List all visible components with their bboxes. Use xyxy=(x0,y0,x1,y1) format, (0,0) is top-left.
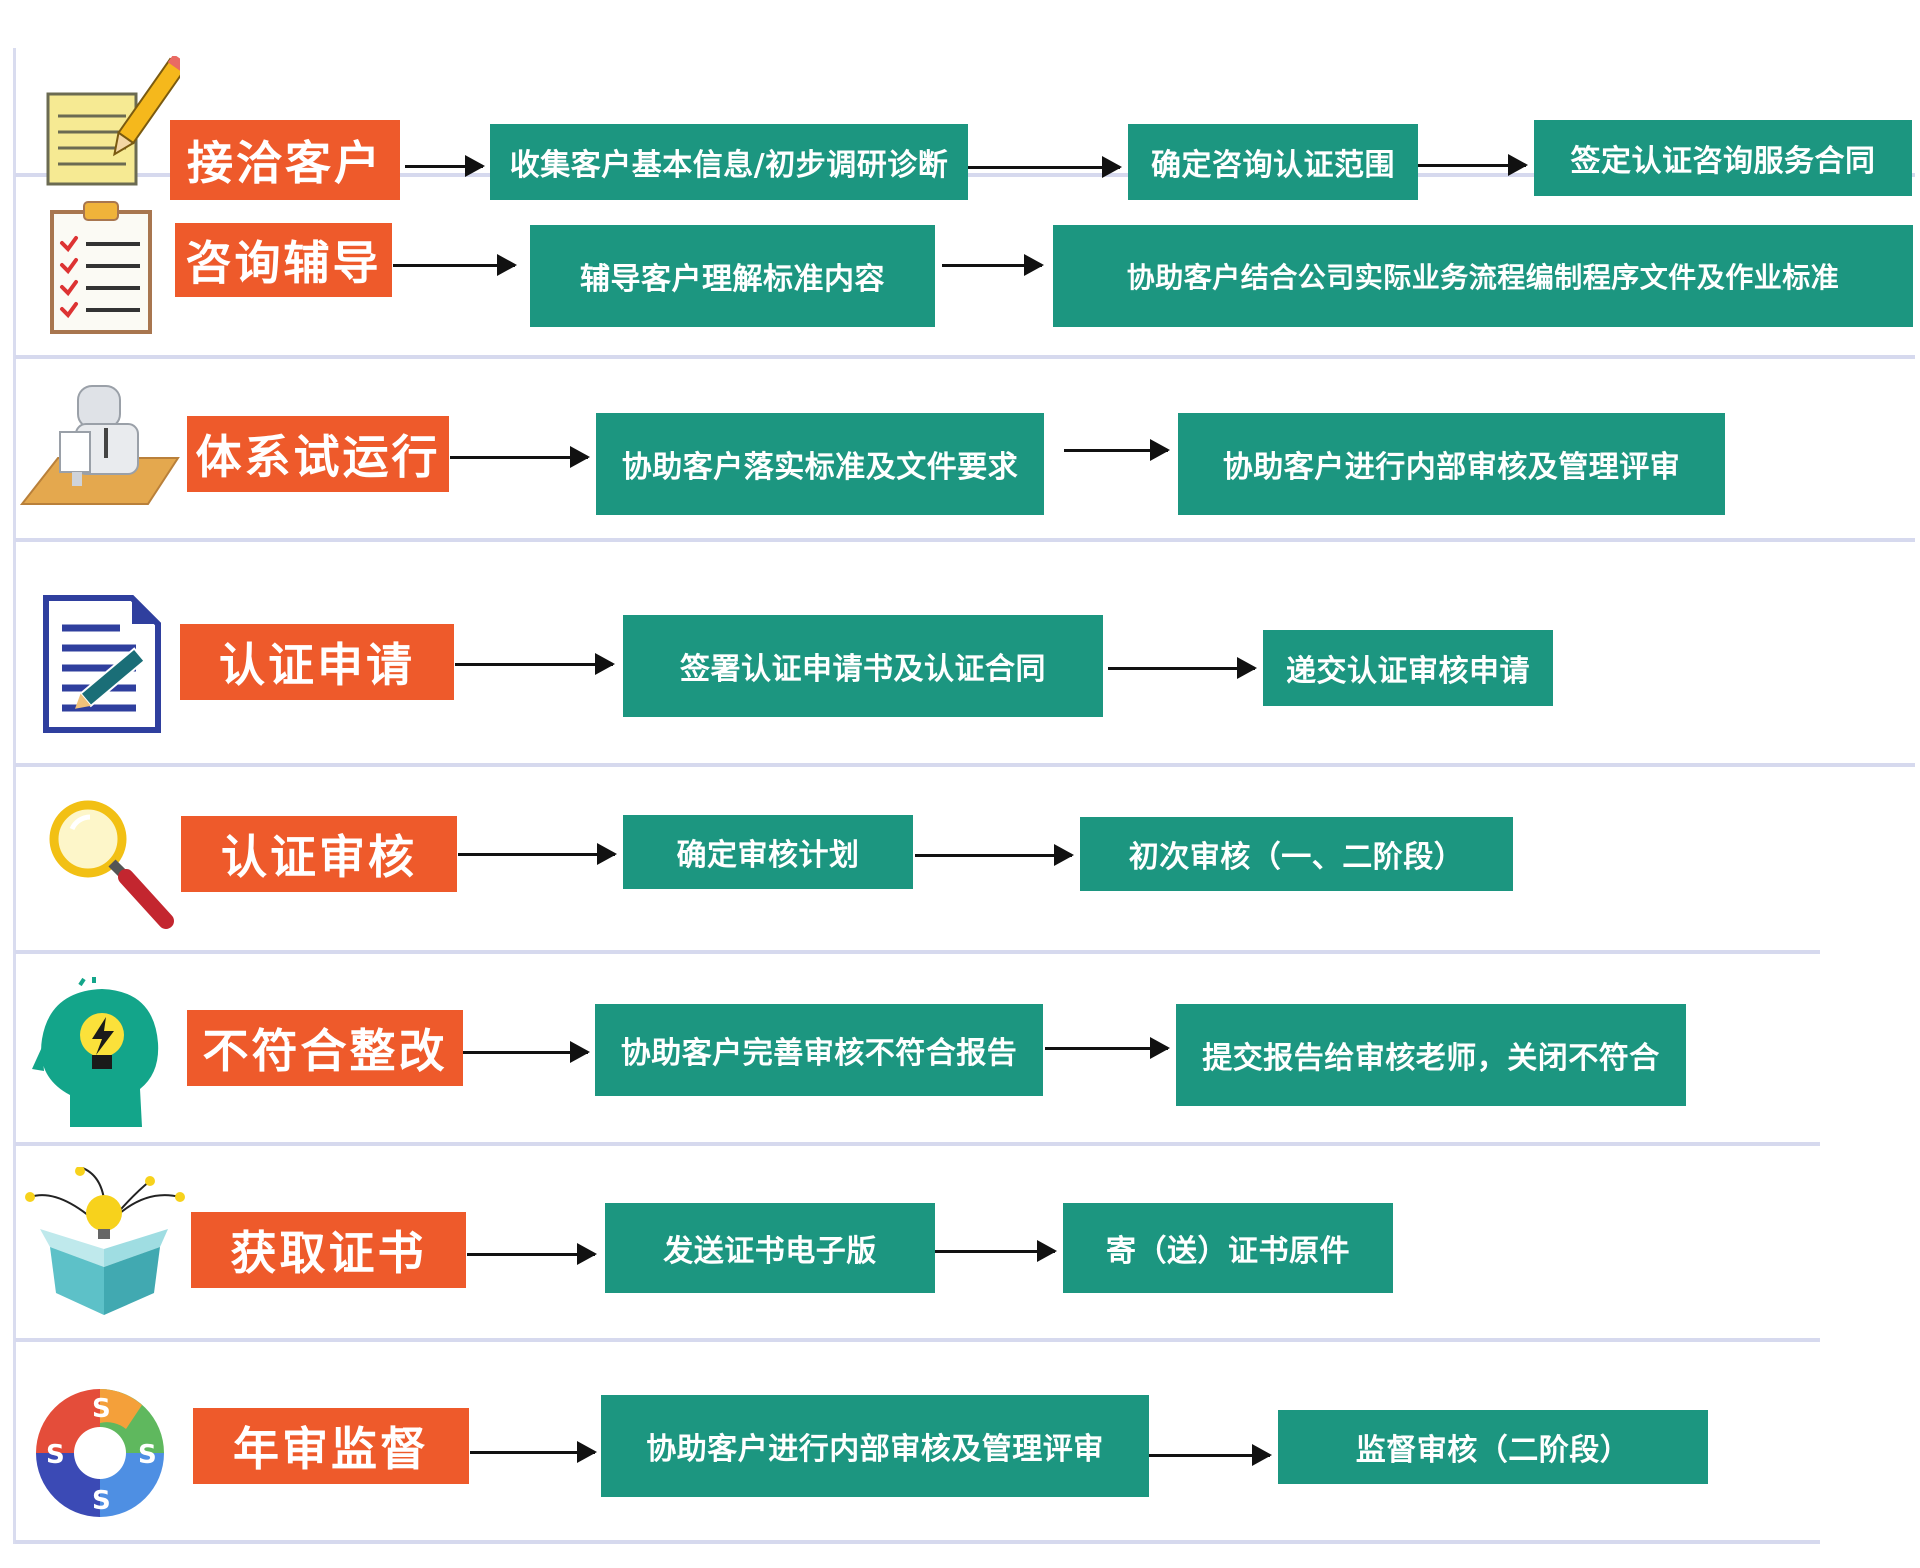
flow-arrow xyxy=(470,1441,597,1463)
step-box: 签定认证咨询服务合同 xyxy=(1534,120,1912,196)
step-box: 递交认证审核申请 xyxy=(1263,630,1553,706)
office-worker-desk-icon xyxy=(18,376,183,520)
stage-row: 接洽客户 收集客户基本信息/初步调研诊断 确定咨询认证范围 签定认证咨询服务合同 xyxy=(0,48,1920,200)
step-box: 协助客户进行内部审核及管理评审 xyxy=(601,1395,1149,1497)
flow-arrow xyxy=(915,844,1074,866)
flow-arrow xyxy=(942,254,1044,276)
row-divider xyxy=(15,538,1915,542)
clipboard-checklist-icon xyxy=(46,198,156,342)
step-box: 寄（送）证书原件 xyxy=(1063,1203,1393,1293)
step-box: 签署认证申请书及认证合同 xyxy=(623,615,1103,717)
stage-row: 不符合整改 协助客户完善审核不符合报告 提交报告给审核老师，关闭不符合 xyxy=(0,962,1920,1142)
flow-arrow xyxy=(458,843,617,865)
gift-box-lightbulb-icon xyxy=(20,1166,190,1321)
step-box: 确定咨询认证范围 xyxy=(1128,124,1418,200)
stage-label: 体系试运行 xyxy=(187,416,449,492)
stage-row: 体系试运行 协助客户落实标准及文件要求 协助客户进行内部审核及管理评审 xyxy=(0,368,1920,538)
flow-arrow xyxy=(393,254,517,276)
flow-arrow xyxy=(935,1240,1057,1262)
svg-text:S: S xyxy=(138,1440,157,1470)
row-divider xyxy=(15,1338,1820,1342)
row-divider xyxy=(15,950,1820,954)
stage-row: 认证申请 签署认证申请书及认证合同 递交认证审核申请 xyxy=(0,550,1920,762)
step-box: 协助客户结合公司实际业务流程编制程序文件及作业标准 xyxy=(1053,225,1913,327)
stage-row: 咨询辅导 辅导客户理解标准内容 协助客户结合公司实际业务流程编制程序文件及作业标准 xyxy=(0,190,1920,355)
row-divider xyxy=(15,763,1915,767)
row-divider xyxy=(15,355,1915,359)
stage-label: 接洽客户 xyxy=(170,120,400,200)
flow-arrow xyxy=(1108,657,1257,679)
step-box: 协助客户落实标准及文件要求 xyxy=(596,413,1044,515)
svg-text:S: S xyxy=(46,1440,65,1470)
flow-arrow xyxy=(450,446,590,468)
stage-label: 年审监督 xyxy=(193,1408,469,1484)
row-divider xyxy=(15,1142,1820,1146)
notepad-pencil-icon xyxy=(40,54,189,200)
stage-label: 获取证书 xyxy=(191,1212,466,1288)
step-box: 发送证书电子版 xyxy=(605,1203,935,1293)
left-guide-line xyxy=(13,48,16,1544)
flow-arrow xyxy=(405,155,485,177)
svg-text:S: S xyxy=(92,1486,111,1516)
flow-arrow xyxy=(1064,439,1170,461)
stage-row: 认证审核 确定审核计划 初次审核（一、二阶段） xyxy=(0,775,1920,950)
flow-arrow xyxy=(1418,154,1528,176)
step-box: 确定审核计划 xyxy=(623,815,913,889)
magnifier-icon xyxy=(46,797,176,941)
stage-row: 获取证书 发送证书电子版 寄（送）证书原件 xyxy=(0,1155,1920,1332)
stage-label: 认证审核 xyxy=(181,816,457,892)
head-lightbulb-icon xyxy=(30,977,170,1141)
row-divider xyxy=(15,1540,1820,1544)
step-box: 监督审核（二阶段） xyxy=(1278,1410,1708,1484)
flow-arrow xyxy=(1149,1444,1272,1466)
stage-label: 咨询辅导 xyxy=(175,223,392,297)
flow-arrow xyxy=(1045,1037,1170,1059)
svg-text:S: S xyxy=(92,1394,111,1424)
step-box: 辅导客户理解标准内容 xyxy=(530,225,935,327)
step-box: 提交报告给审核老师，关闭不符合 xyxy=(1176,1004,1686,1106)
flow-arrow xyxy=(968,156,1122,178)
flow-arrow xyxy=(455,653,615,675)
step-box: 初次审核（一、二阶段） xyxy=(1080,817,1513,891)
stage-label: 认证申请 xyxy=(180,624,454,700)
stage-label: 不符合整改 xyxy=(187,1010,463,1086)
flow-arrow xyxy=(463,1041,590,1063)
step-box: 协助客户进行内部审核及管理评审 xyxy=(1178,413,1725,515)
flow-arrow xyxy=(467,1243,597,1265)
document-edit-icon xyxy=(40,592,165,741)
step-box: 协助客户完善审核不符合报告 xyxy=(595,1004,1043,1096)
step-box: 收集客户基本信息/初步调研诊断 xyxy=(490,124,968,200)
